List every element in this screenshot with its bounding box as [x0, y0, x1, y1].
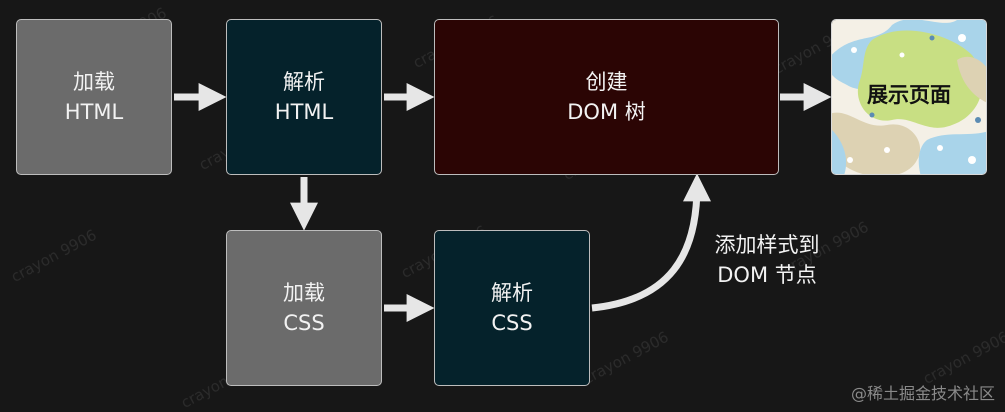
node-label: 解析: [283, 70, 325, 94]
node-label: 解析: [491, 281, 533, 305]
page-thumbnail-image: [832, 20, 986, 174]
node-label: HTML: [274, 100, 334, 124]
node-label: CSS: [283, 311, 325, 335]
node-label: 展示页面: [867, 83, 951, 107]
node-label: DOM 树: [567, 100, 646, 124]
node-label: 加载: [73, 70, 115, 94]
node-load-css: 加载 CSS: [226, 230, 382, 386]
node-display-page: 展示页面: [831, 19, 987, 175]
node-label: 创建: [585, 70, 628, 94]
node-load-html: 加载 HTML: [16, 19, 172, 175]
arrow-parse-css-to-create-dom: [591, 173, 711, 312]
node-parse-css: 解析 CSS: [434, 230, 590, 386]
node-label: 加载: [283, 281, 325, 305]
edge-label-add-styles: 添加样式到 DOM 节点: [692, 230, 842, 290]
node-create-dom-tree: 创建 DOM 树: [434, 19, 779, 175]
edge-label-line: 添加样式到: [714, 233, 820, 257]
node-label: HTML: [64, 100, 124, 124]
credit-text: @稀土掘金技术社区: [850, 384, 995, 403]
edge-label-line: DOM 节点: [717, 263, 817, 287]
node-label: CSS: [491, 311, 533, 335]
node-parse-html: 解析 HTML: [226, 19, 382, 175]
